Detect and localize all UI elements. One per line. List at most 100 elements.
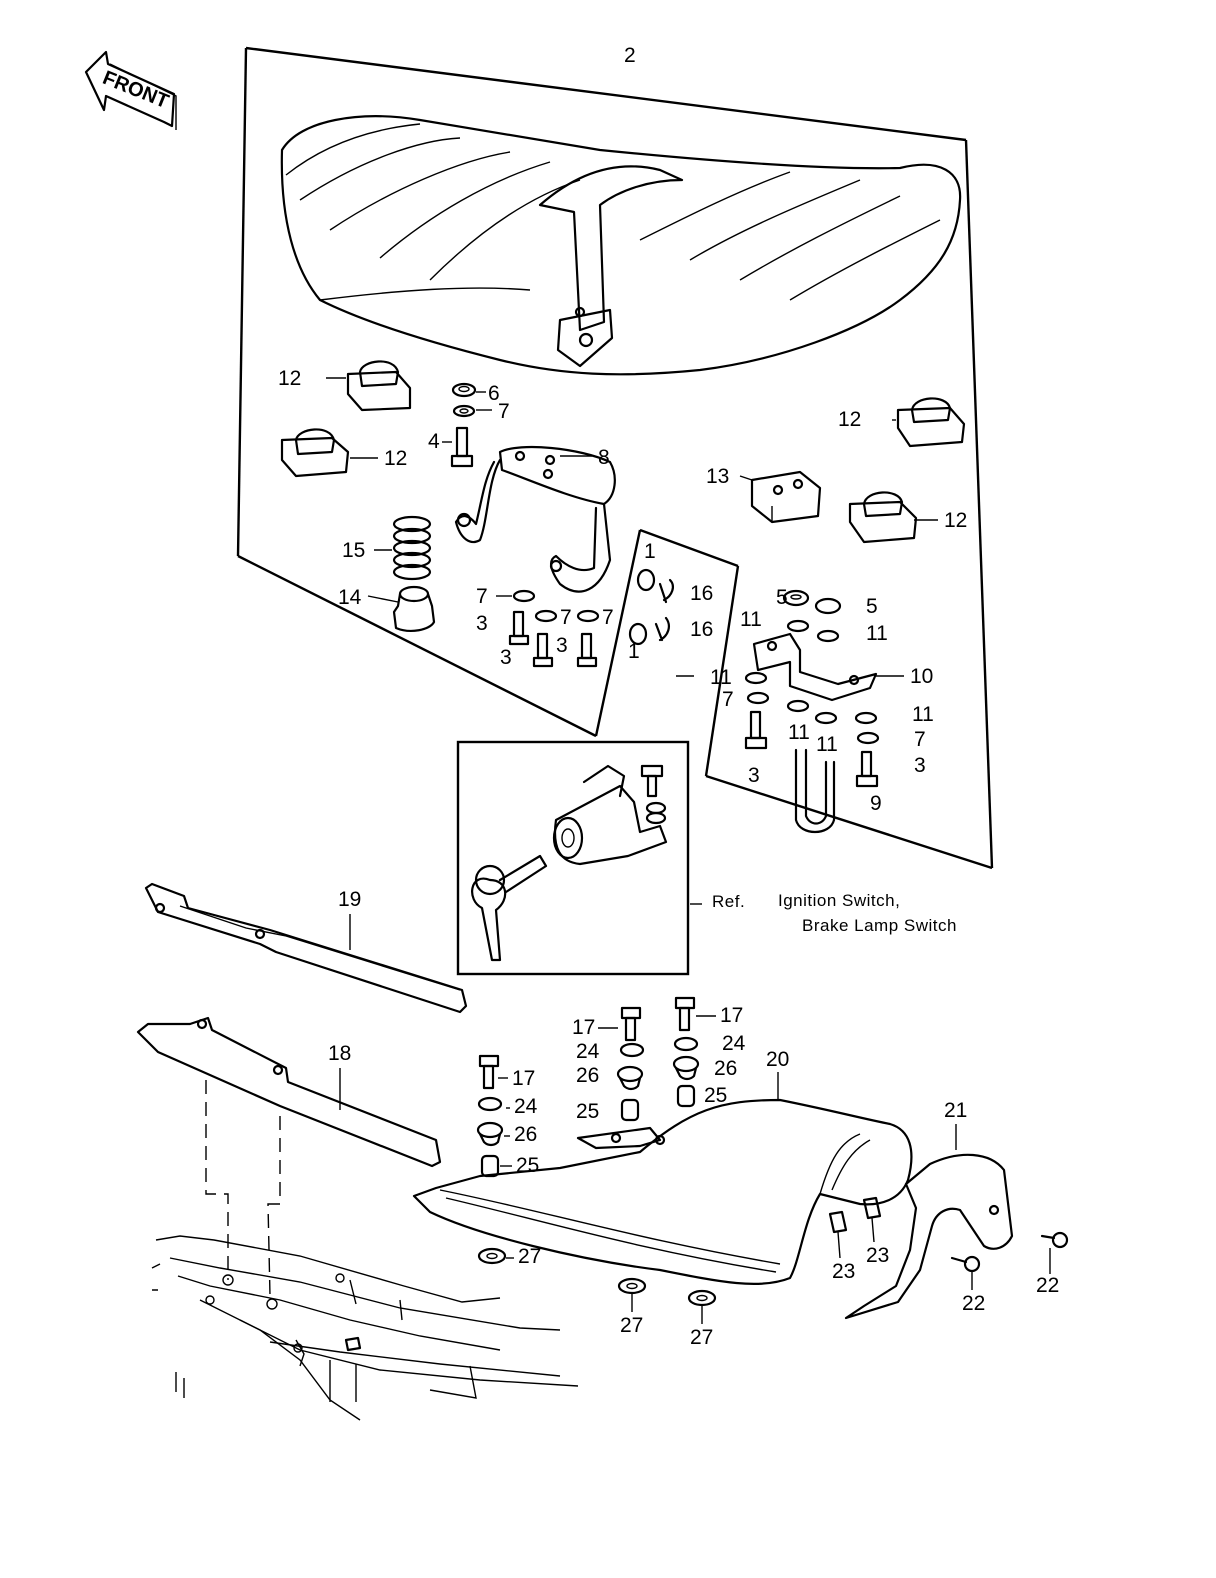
- washer-11d: [786, 699, 810, 713]
- motorcycle-frame: [151, 1080, 579, 1421]
- callout-23b: 23: [866, 1244, 889, 1267]
- callouts: 2 12 12 12 12 6 7 4 8 13 15 14 7 3 7 7 3…: [278, 44, 1059, 1349]
- nut-5b: [814, 597, 842, 615]
- screw-22a: [950, 1255, 981, 1273]
- callout-4: 4: [428, 430, 440, 453]
- callout-17c: 17: [512, 1067, 535, 1090]
- washer-27a: [477, 1247, 507, 1265]
- screw-22b: [1040, 1231, 1069, 1249]
- bolt-3a: [508, 610, 530, 646]
- callout-25c: 25: [516, 1154, 539, 1177]
- reference-prefix: Ref.: [712, 892, 745, 911]
- callout-3c: 3: [556, 634, 568, 657]
- callout-11b: 11: [866, 622, 888, 645]
- callout-16b: 16: [690, 618, 713, 641]
- bolt-3c: [576, 632, 598, 668]
- callout-15: 15: [342, 539, 365, 562]
- callout-13: 13: [706, 465, 729, 488]
- clip-16b: [654, 616, 670, 642]
- reference-line-1: Ignition Switch,: [778, 891, 900, 910]
- callout-24b: 24: [722, 1032, 746, 1055]
- bolt-3b: [532, 632, 554, 668]
- washer-27c: [687, 1289, 717, 1307]
- bracket-block-13: [750, 470, 822, 524]
- callout-1a: 1: [644, 540, 656, 563]
- damper-rubber-12d: [848, 491, 918, 544]
- bolt-17c: [478, 1054, 500, 1090]
- callout-25b: 25: [704, 1084, 727, 1107]
- washer-24b: [673, 1036, 699, 1052]
- stopper-14: [392, 585, 436, 632]
- callout-5a: 5: [776, 586, 788, 609]
- callout-23a: 23: [832, 1260, 855, 1283]
- callout-3d: 3: [748, 764, 760, 787]
- bolt-4: [450, 426, 474, 468]
- leader-lines: [326, 377, 938, 677]
- callout-7d: 7: [602, 606, 614, 629]
- callout-22a: 22: [962, 1292, 985, 1315]
- reference-note: Ref. Ignition Switch, Brake Lamp Switch: [712, 891, 956, 935]
- clip-nut-23b: [862, 1196, 882, 1220]
- callout-3a: 3: [476, 612, 488, 635]
- bolt-3e: [855, 750, 879, 788]
- seat-hinge-bracket-8: [454, 445, 616, 593]
- callout-1b: 1: [628, 640, 640, 663]
- washer-7c: [534, 609, 558, 623]
- callout-26c: 26: [514, 1123, 537, 1146]
- washer-11b: [816, 629, 840, 643]
- washer-11e: [814, 711, 838, 725]
- bolt-17a: [620, 1006, 642, 1042]
- callout-7c: 7: [560, 606, 572, 629]
- callout-7e: 7: [722, 688, 734, 711]
- leader-lines-lower: [339, 903, 1051, 1324]
- collar-25a: [620, 1098, 640, 1122]
- callout-9: 9: [870, 792, 882, 815]
- washer-11c: [744, 671, 768, 685]
- callout-27a: 27: [518, 1245, 541, 1268]
- collar-1a: [636, 568, 656, 592]
- u-bolt-9: [794, 748, 836, 834]
- callout-6: 6: [488, 382, 500, 405]
- damper-rubber-12a: [346, 360, 412, 412]
- seat-rail-19: [144, 882, 468, 1014]
- front-arrow-icon: FRONT: [84, 50, 177, 130]
- seat: [280, 115, 962, 376]
- callout-26b: 26: [714, 1057, 737, 1080]
- nut-5a: [782, 589, 810, 607]
- washer-7f: [856, 731, 880, 745]
- callout-7b: 7: [476, 585, 488, 608]
- front-label: FRONT: [100, 67, 172, 113]
- clip-16a: [658, 578, 674, 604]
- callout-7a: 7: [498, 400, 510, 423]
- callout-20: 20: [766, 1048, 789, 1071]
- callout-22b: 22: [1036, 1274, 1059, 1297]
- callout-12c: 12: [838, 408, 861, 431]
- collar-1b: [628, 622, 648, 646]
- washer-24a: [619, 1042, 645, 1058]
- callout-10: 10: [910, 665, 933, 688]
- callout-5b: 5: [866, 595, 878, 618]
- callout-17a: 17: [572, 1016, 595, 1039]
- callout-7f: 7: [914, 728, 926, 751]
- clip-nut-23a: [828, 1210, 848, 1234]
- callout-8: 8: [598, 446, 610, 469]
- washer-7e: [746, 691, 770, 705]
- grommet-26c: [476, 1121, 504, 1147]
- bolt-17b: [674, 996, 696, 1032]
- ignition-switch-box: [456, 740, 690, 976]
- callout-12d: 12: [944, 509, 967, 532]
- callout-24c: 24: [514, 1095, 538, 1118]
- callout-26a: 26: [576, 1064, 599, 1087]
- rear-fender-21: [844, 1153, 1014, 1320]
- callout-21: 21: [944, 1099, 967, 1122]
- washer-7d: [576, 609, 600, 623]
- collar-25b: [676, 1084, 696, 1108]
- spring-15: [392, 515, 432, 581]
- grommet-26b: [672, 1055, 700, 1081]
- callout-11a: 11: [740, 608, 762, 631]
- washer-27b: [617, 1277, 647, 1295]
- callout-11f: 11: [912, 703, 934, 726]
- callout-24a: 24: [576, 1040, 600, 1063]
- callout-14: 14: [338, 586, 362, 609]
